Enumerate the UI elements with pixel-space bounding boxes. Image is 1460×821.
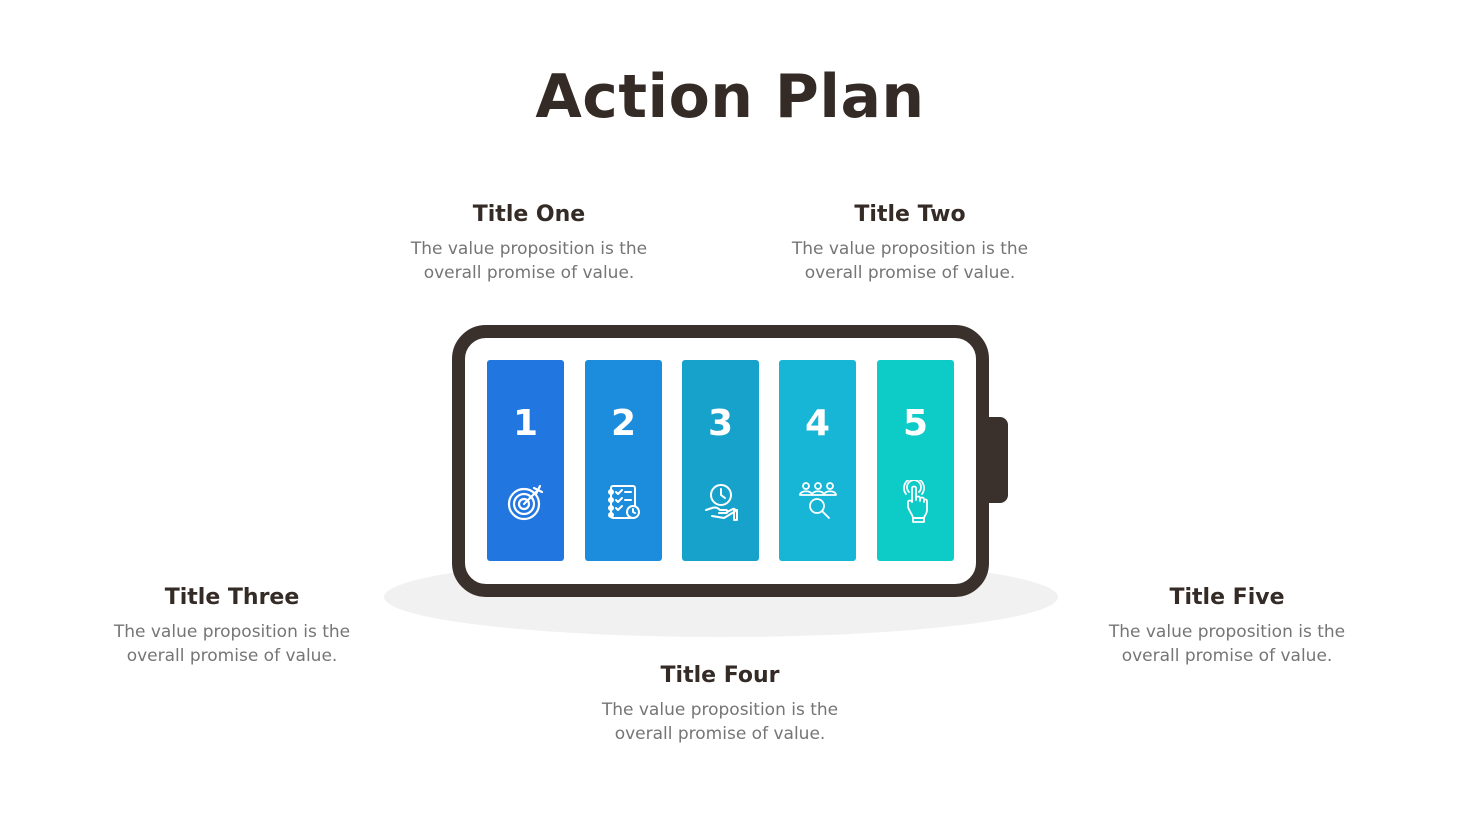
- callout-title: Title Four: [660, 663, 780, 688]
- callout-title-five: Title Five The value proposition is the …: [1077, 585, 1377, 668]
- callout-body-line: overall promise of value.: [423, 263, 635, 283]
- battery-cell-3: 3: [682, 360, 759, 561]
- callout-body: The value proposition is the overall pro…: [82, 620, 382, 668]
- cell-number: 3: [707, 403, 734, 444]
- callout-body-line: The value proposition is the: [113, 622, 351, 642]
- callout-title-four: Title Four The value proposition is the …: [570, 663, 870, 746]
- cell-number: 5: [902, 403, 929, 444]
- callout-body-line: The value proposition is the: [791, 239, 1029, 259]
- callout-body: The value proposition is the overall pro…: [379, 237, 679, 285]
- callout-body-line: overall promise of value.: [804, 263, 1016, 283]
- callout-body-line: The value proposition is the: [1108, 622, 1346, 642]
- battery-cell-2: 2: [585, 360, 662, 561]
- callout-body-line: The value proposition is the: [410, 239, 648, 259]
- callout-body: The value proposition is the overall pro…: [760, 237, 1060, 285]
- touch-hand-icon: [897, 477, 935, 524]
- callout-body: The value proposition is the overall pro…: [570, 698, 870, 746]
- callout-title-two: Title Two The value proposition is the o…: [760, 202, 1060, 285]
- cell-number: 2: [610, 403, 637, 444]
- callout-title-one: Title One The value proposition is the o…: [379, 202, 679, 285]
- cell-number: 4: [804, 403, 831, 444]
- cell-number: 1: [512, 403, 539, 444]
- callout-title: Title Five: [1169, 585, 1285, 610]
- callout-body: The value proposition is the overall pro…: [1077, 620, 1377, 668]
- battery-cell-5: 5: [877, 360, 954, 561]
- battery-cell-1: 1: [487, 360, 564, 561]
- callout-title-three: Title Three The value proposition is the…: [82, 585, 382, 668]
- checklist-clock-icon: [605, 480, 643, 524]
- target-icon: [507, 480, 545, 524]
- people-search-icon: [799, 480, 837, 524]
- battery-cell-4: 4: [779, 360, 856, 561]
- callout-body-line: overall promise of value.: [614, 724, 826, 744]
- callout-title: Title Three: [164, 585, 300, 610]
- callout-title: Title One: [472, 202, 586, 227]
- hand-clock-icon: [702, 480, 740, 524]
- page-title: Action Plan: [535, 62, 925, 132]
- callout-body-line: overall promise of value.: [126, 646, 338, 666]
- battery-terminal: [989, 417, 1008, 503]
- callout-body-line: overall promise of value.: [1121, 646, 1333, 666]
- callout-body-line: The value proposition is the: [601, 700, 839, 720]
- callout-title: Title Two: [854, 202, 966, 227]
